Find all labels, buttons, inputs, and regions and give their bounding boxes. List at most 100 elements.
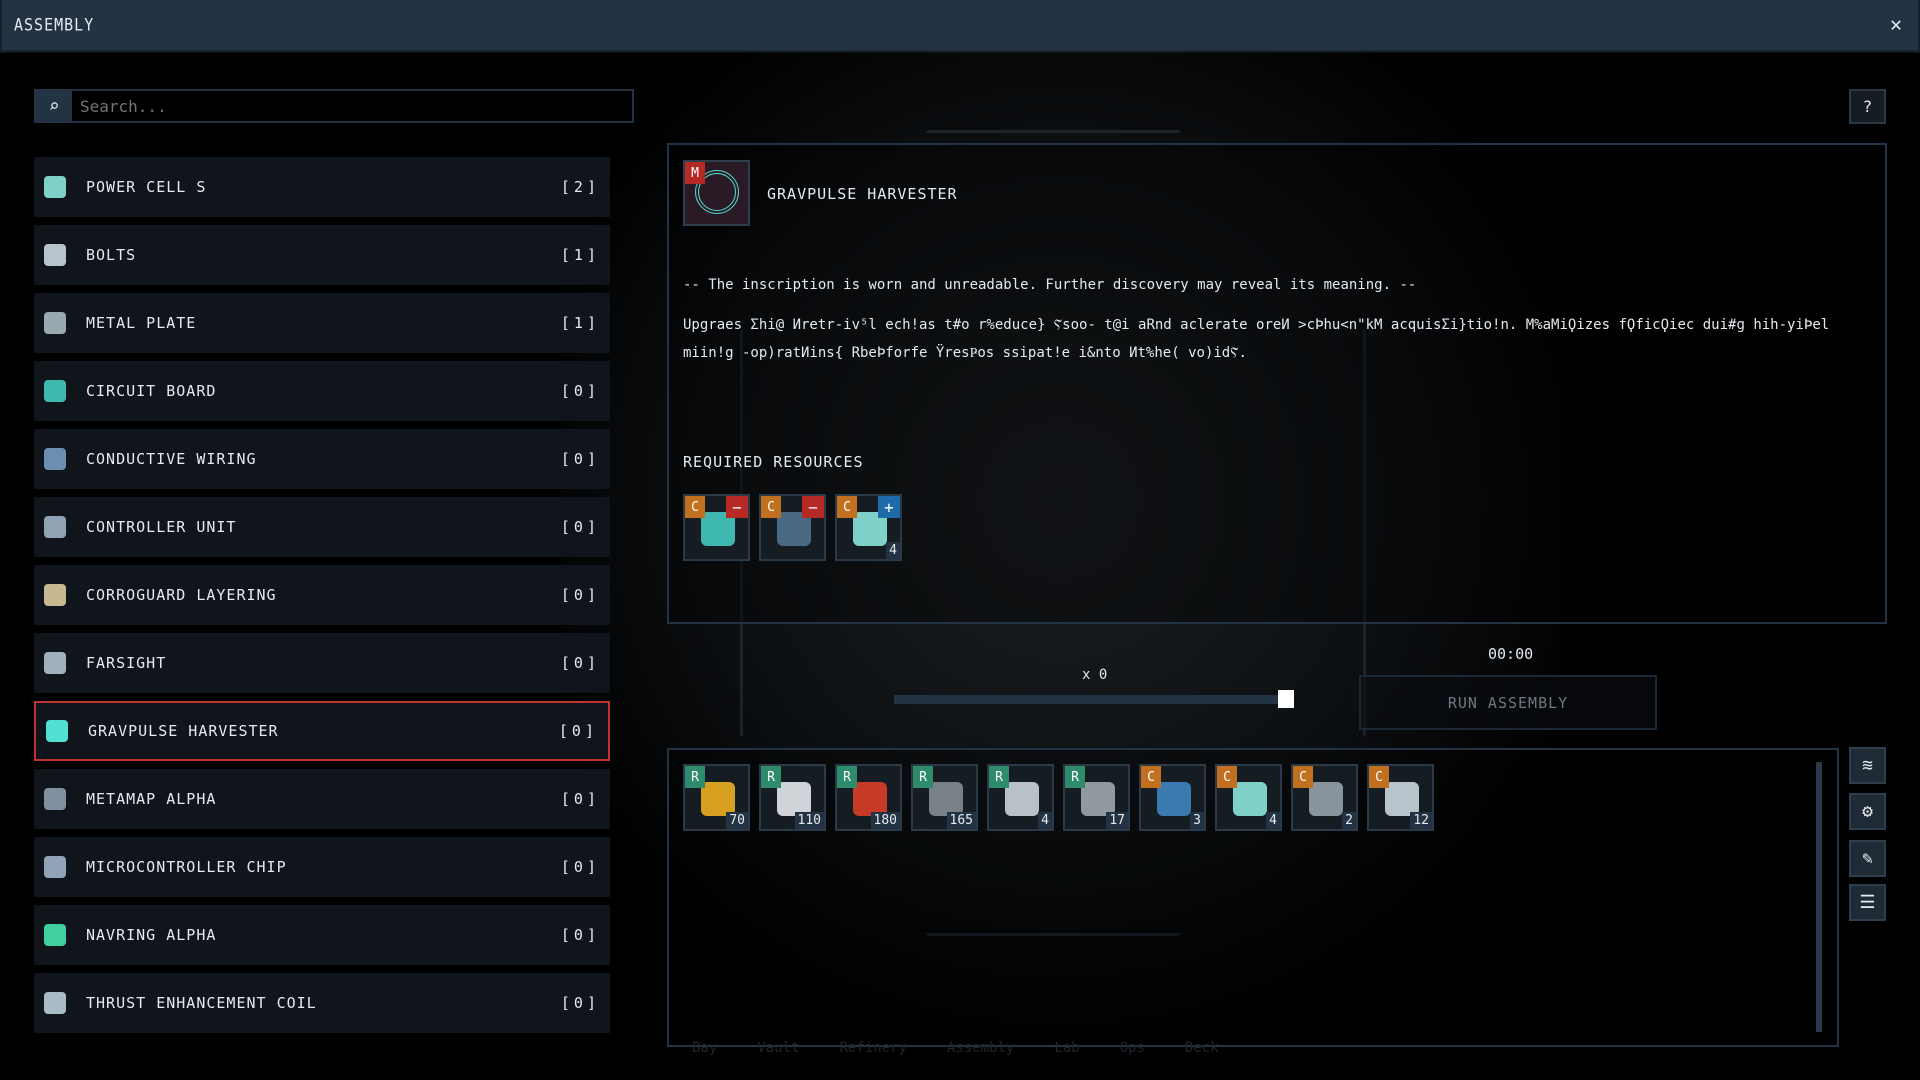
recipe-name: GRAVPULSE HARVESTER [88, 722, 279, 740]
recipe-count: [0] [560, 450, 600, 468]
quantity-slider[interactable] [894, 690, 1294, 708]
recipe-count: [0] [560, 926, 600, 944]
rarity-badge: R [913, 766, 933, 788]
nav-tab[interactable]: Vault [757, 1040, 800, 1056]
nav-tab[interactable]: Refinery [839, 1040, 907, 1056]
material-count: 2 [1342, 812, 1356, 829]
material-count: 3 [1190, 812, 1204, 829]
recipe-item[interactable]: METAMAP ALPHA[0] [34, 769, 610, 829]
material-count: 4 [1038, 812, 1052, 829]
quantity-multiplier: x 0 [1082, 667, 1108, 683]
nav-tab[interactable]: Lab [1054, 1040, 1080, 1056]
help-button[interactable]: ? [1849, 89, 1886, 124]
resource-count: 4 [886, 542, 900, 559]
recipe-icon [44, 176, 66, 198]
recipe-item[interactable]: FARSIGHT[0] [34, 633, 610, 693]
material-count: 165 [946, 812, 976, 829]
recipe-item[interactable]: GRAVPULSE HARVESTER [0] [34, 701, 610, 761]
recipe-name: CONDUCTIVE WIRING [86, 450, 257, 468]
recipe-item[interactable]: METAL PLATE[1] [34, 293, 610, 353]
rarity-badge: C [1141, 766, 1161, 788]
recipe-item[interactable]: THRUST ENHANCEMENT COIL[0] [34, 973, 610, 1033]
close-icon[interactable]: ✕ [1889, 12, 1902, 36]
recipe-item[interactable]: CONDUCTIVE WIRING [0] [34, 429, 610, 489]
material-icon [1081, 782, 1115, 816]
recipe-name: CONTROLLER UNIT [86, 518, 237, 536]
material-icon [1005, 782, 1039, 816]
rarity-badge: C [837, 496, 857, 518]
screw-icon[interactable]: ✎ [1849, 840, 1886, 877]
required-resource-tile[interactable]: C+4 [835, 494, 902, 561]
nav-tab[interactable]: Assembly [946, 1040, 1015, 1056]
recipe-name: NAVRING ALPHA [86, 926, 217, 944]
recipe-icon [44, 380, 66, 402]
recipe-item[interactable]: BOLTS[1] [34, 225, 610, 285]
nav-tab[interactable]: Bay [692, 1040, 718, 1056]
material-icon [1385, 782, 1419, 816]
server-icon[interactable]: ☰ [1849, 884, 1886, 921]
item-title: GRAVPULSE HARVESTER [767, 185, 958, 203]
material-count: 70 [726, 812, 748, 829]
material-icon [1157, 782, 1191, 816]
recipe-icon [44, 924, 66, 946]
gravpulse-harvester-icon: M [683, 160, 750, 226]
rarity-badge: C [1293, 766, 1313, 788]
inventory-tile[interactable]: R 165 [911, 764, 978, 831]
layers-icon[interactable]: ≋ [1849, 747, 1886, 784]
recipe-icon [44, 312, 66, 334]
recipe-icon [44, 652, 66, 674]
material-icon [929, 782, 963, 816]
recipe-name: METAL PLATE [86, 314, 197, 332]
required-resource-tile[interactable]: C− [683, 494, 750, 561]
recipe-item[interactable]: CONTROLLER UNIT[0] [34, 497, 610, 557]
rarity-badge: C [1369, 766, 1389, 788]
recipe-count: [1] [560, 246, 600, 264]
recipe-count: [0] [560, 382, 600, 400]
search-input[interactable] [72, 91, 632, 121]
material-icon [1233, 782, 1267, 816]
material-count: 17 [1106, 812, 1128, 829]
required-resource-tile[interactable]: C− [759, 494, 826, 561]
recipe-count: [0] [560, 586, 600, 604]
slider-thumb[interactable] [1278, 690, 1294, 708]
availability-flag: − [802, 496, 824, 518]
recipe-count: [0] [560, 858, 600, 876]
recipe-count: [0] [558, 722, 598, 740]
recipe-name: POWER CELL S [86, 178, 207, 196]
recipe-name: CIRCUIT BOARD [86, 382, 217, 400]
recipe-name: MICROCONTROLLER CHIP [86, 858, 287, 876]
recipe-item[interactable]: CIRCUIT BOARD [0] [34, 361, 610, 421]
nav-tab[interactable]: Deck [1184, 1040, 1219, 1056]
inventory-scrollbar[interactable] [1816, 762, 1822, 1032]
recipe-list: POWER CELL S[2]BOLTS[1]METAL PLATE[1]CIR… [34, 157, 610, 1041]
recipe-icon [44, 992, 66, 1014]
material-icon [701, 782, 735, 816]
recipe-item[interactable]: POWER CELL S[2] [34, 157, 610, 217]
rarity-badge: C [685, 496, 705, 518]
recipe-item[interactable]: CORROGUARD LAYERING [0] [34, 565, 610, 625]
material-icon [777, 782, 811, 816]
bolts-icon[interactable]: ⚙ [1849, 793, 1886, 830]
recipe-icon [44, 516, 66, 538]
recipe-name: CORROGUARD LAYERING [86, 586, 277, 604]
recipe-count: [0] [560, 994, 600, 1012]
recipe-count: [0] [560, 790, 600, 808]
run-assembly-button[interactable]: RUN ASSEMBLY [1359, 675, 1657, 730]
recipe-item[interactable]: MICROCONTROLLER CHIP [0] [34, 837, 610, 897]
nav-tab[interactable]: Ops [1119, 1040, 1145, 1056]
recipe-item[interactable]: NAVRING ALPHA [0] [34, 905, 610, 965]
recipe-icon [44, 788, 66, 810]
title-bar: ASSEMBLY [0, 0, 1920, 53]
garbled-description: Upgraes Ʃhi@ Ͷretr-iv⁵l ech!as t#o r%edu… [683, 317, 1830, 361]
recipe-icon [44, 448, 66, 470]
